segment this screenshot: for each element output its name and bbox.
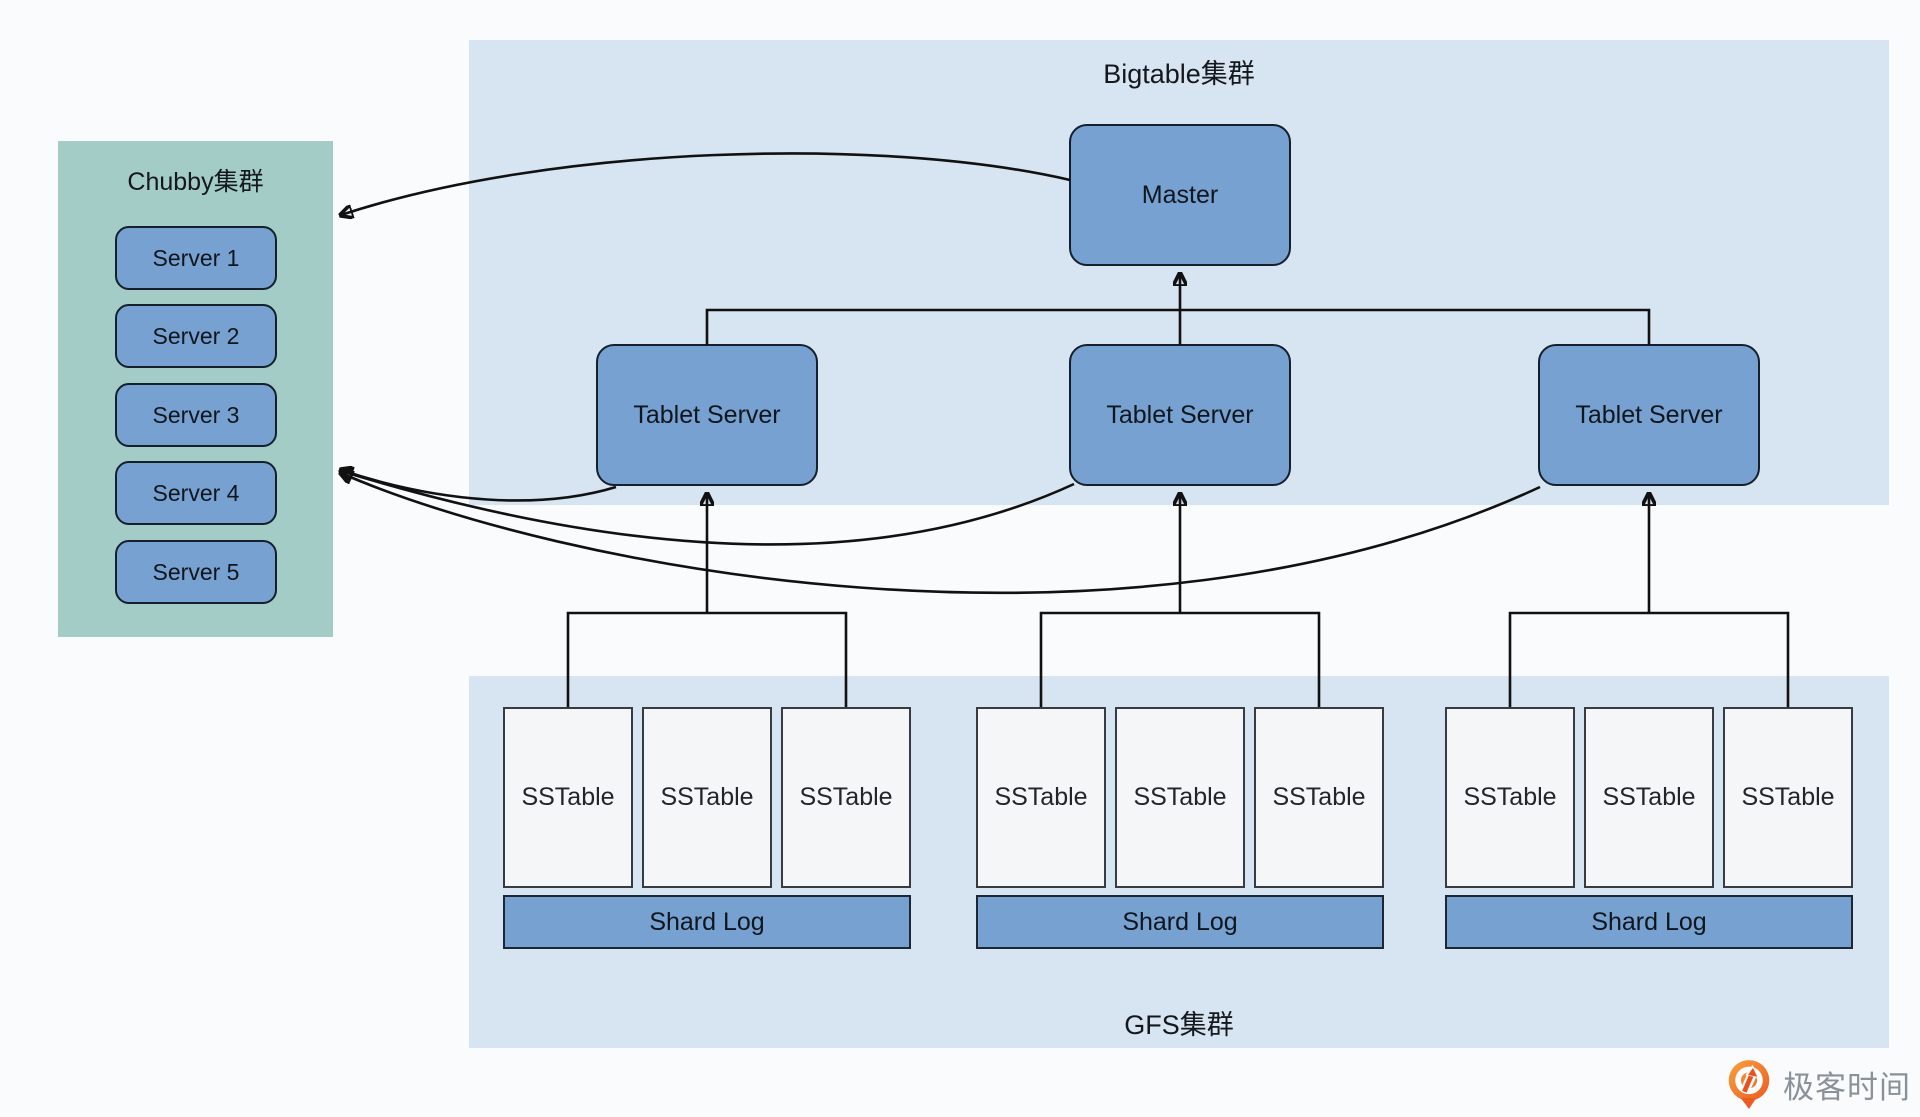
brand-text: 极客时间 [1783, 1069, 1911, 1105]
shard-log-1: Shard Log [503, 895, 911, 949]
sstable-g1-2: SSTable [642, 707, 772, 888]
geektime-logo-icon [1728, 1060, 1770, 1109]
chubby-server-4: Server 4 [115, 461, 277, 525]
gfs-cluster-title: GFS集群 [1124, 1010, 1234, 1040]
sstable-g2-1: SSTable [976, 707, 1106, 888]
sstable-g3-3: SSTable [1723, 707, 1853, 888]
sstable-g3-1: SSTable [1445, 707, 1575, 888]
chubby-server-5: Server 5 [115, 540, 277, 604]
chubby-server-1: Server 1 [115, 226, 277, 290]
sstable-g2-3: SSTable [1254, 707, 1384, 888]
chubby-server-2: Server 2 [115, 304, 277, 368]
master-node: Master [1069, 124, 1291, 266]
chubby-server-3: Server 3 [115, 383, 277, 447]
bigtable-cluster-title: Bigtable集群 [1103, 59, 1255, 89]
tablet-server-2: Tablet Server [1069, 344, 1291, 486]
sstable-g1-1: SSTable [503, 707, 633, 888]
sstable-g1-3: SSTable [781, 707, 911, 888]
shard-log-3: Shard Log [1445, 895, 1853, 949]
chubby-cluster-title: Chubby集群 [127, 168, 264, 196]
brand-footer: 极客时间 [1724, 1058, 1911, 1110]
tablet-server-1: Tablet Server [596, 344, 818, 486]
sstable-g2-2: SSTable [1115, 707, 1245, 888]
shard-log-2: Shard Log [976, 895, 1384, 949]
tablet-server-3: Tablet Server [1538, 344, 1760, 486]
sstable-g3-2: SSTable [1584, 707, 1714, 888]
